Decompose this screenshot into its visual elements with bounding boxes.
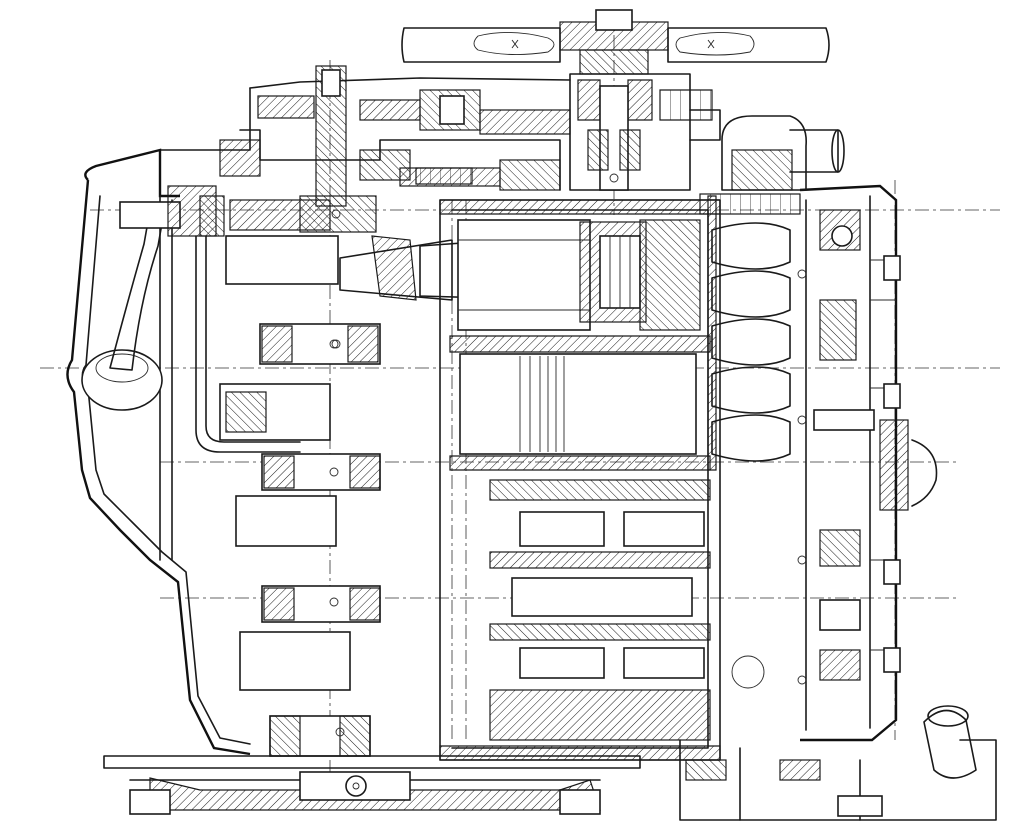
top-gear-train: [159, 65, 571, 207]
crankcase-sump: [66, 148, 251, 756]
oil-pipe: [195, 235, 301, 453]
drive-housing: [679, 705, 997, 821]
side-cover: [799, 184, 938, 742]
upper-piston: [457, 219, 701, 331]
mounting-flange: [103, 755, 641, 815]
bolts: [331, 173, 807, 689]
intake-elbow: [721, 115, 845, 191]
crankshaft: [219, 195, 381, 757]
fan-blades: [401, 9, 830, 75]
middle-piston: [449, 335, 711, 471]
exhaust-ports: [699, 193, 801, 471]
fan-drive-housing: [569, 73, 721, 191]
lower-cylinder-ports: [489, 479, 711, 741]
connecting-rod: [339, 235, 561, 301]
